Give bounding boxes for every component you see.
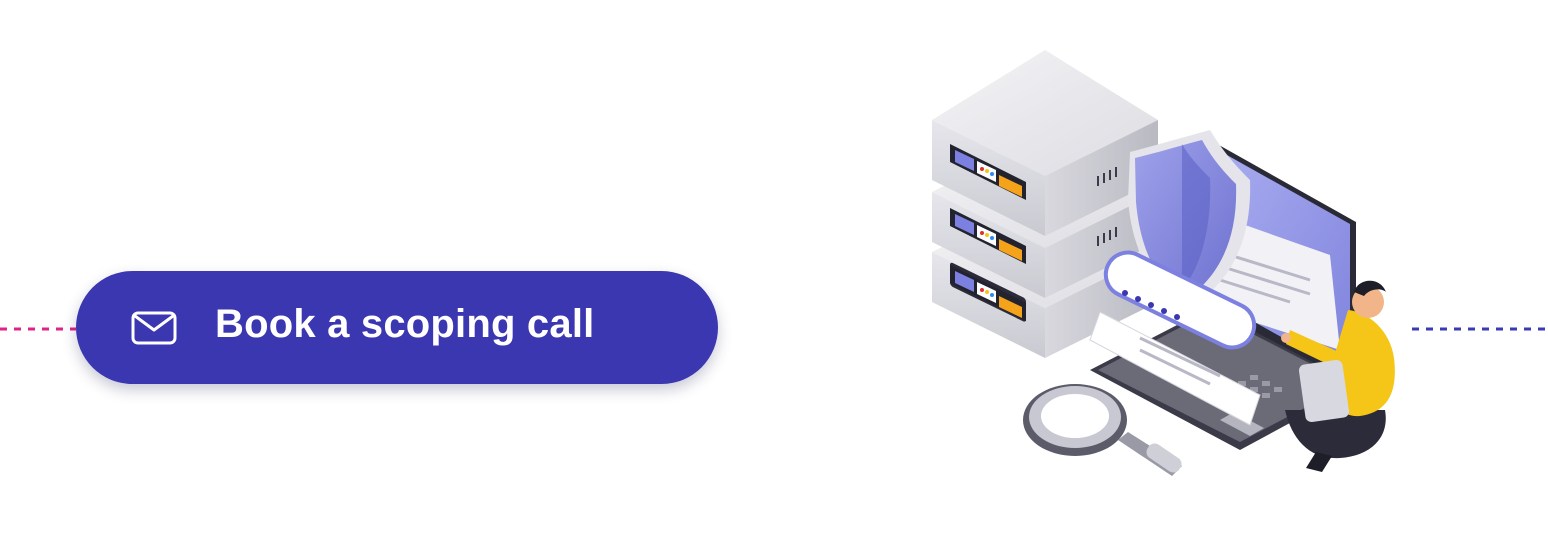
person-icon — [1281, 280, 1395, 472]
server-stack-icon — [932, 50, 1158, 358]
mail-icon — [131, 311, 177, 345]
book-scoping-call-label: Book a scoping call — [215, 302, 595, 346]
password-field-icon — [1103, 250, 1257, 350]
book-scoping-call-button[interactable] — [76, 271, 718, 384]
security-illustration — [932, 50, 1395, 476]
magnifier-icon — [1023, 384, 1182, 476]
